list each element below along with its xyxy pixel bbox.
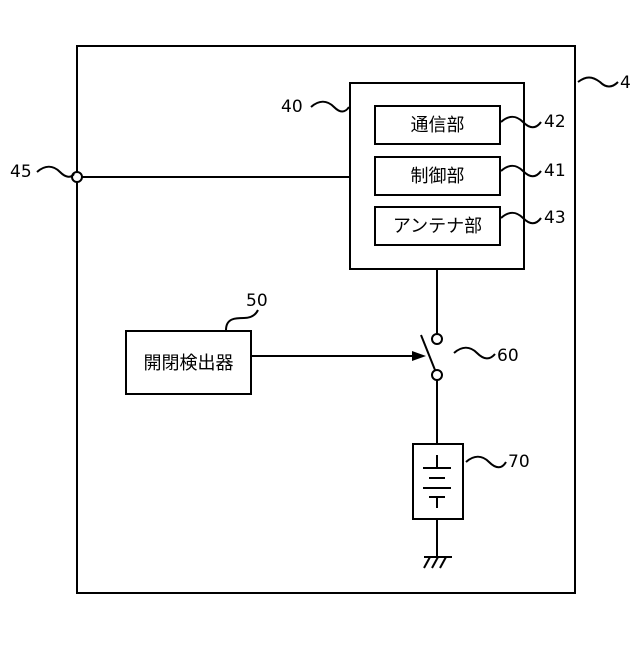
device-ref: 4 (620, 73, 631, 93)
terminal-45-node (72, 172, 82, 182)
ground-hatch-2 (432, 557, 438, 568)
battery-leader-line (466, 457, 506, 468)
switch-lower-contact (432, 370, 442, 380)
switch-upper-contact (432, 334, 442, 344)
antenna-unit-ref: 43 (544, 208, 566, 228)
device-leader-line (578, 78, 618, 87)
antenna-unit-label: アンテナ部 (393, 216, 482, 237)
detector-leader-line (226, 310, 258, 330)
controller-leader-line (311, 102, 349, 112)
switch-leader-line (454, 348, 495, 359)
controller-ref: 40 (281, 97, 303, 117)
communication-unit-label: 通信部 (411, 115, 465, 136)
open-close-detector-ref: 50 (246, 291, 268, 311)
detector-arrow-head (412, 351, 426, 361)
ground-hatch-1 (424, 557, 430, 568)
terminal-leader-line (37, 167, 74, 177)
control-unit-ref: 41 (544, 161, 566, 181)
ground-hatch-3 (440, 557, 446, 568)
control-unit-label: 制御部 (411, 166, 465, 187)
communication-unit-ref: 42 (544, 112, 566, 132)
battery-ref: 70 (508, 452, 530, 472)
terminal-ref: 45 (10, 162, 32, 182)
open-close-detector-label: 開閉検出器 (144, 353, 234, 374)
switch-ref: 60 (497, 346, 519, 366)
